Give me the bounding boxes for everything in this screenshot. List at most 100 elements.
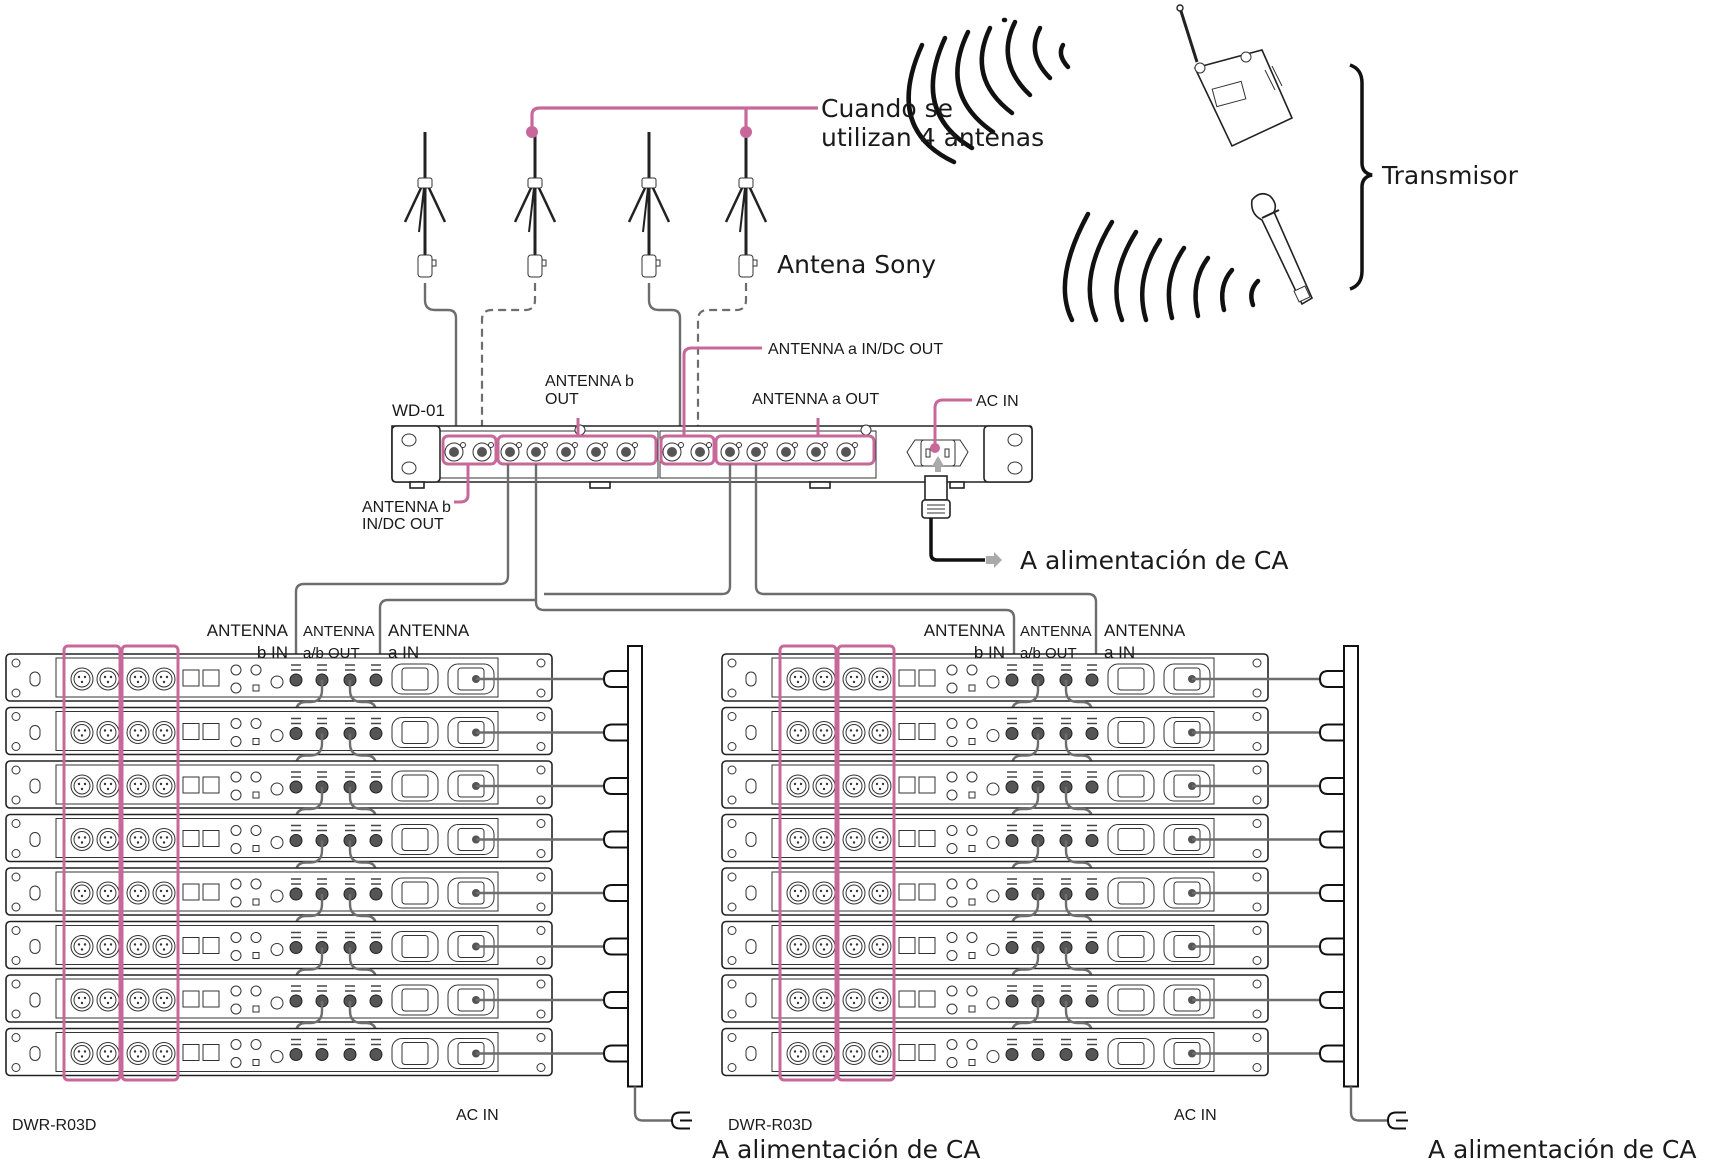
wd01-ac-inlet — [906, 439, 969, 472]
receiver-bank-right — [721, 644, 1408, 1130]
xlr-output-connector — [786, 1042, 810, 1065]
four-antennas-callout: Cuando se utilizan 4 antenas — [526, 94, 1044, 152]
bnc-connector — [586, 442, 608, 462]
bodypack-transmitter-icon — [1176, 4, 1294, 148]
antenna-b-out-label-line1: ANTENNA b — [545, 373, 634, 390]
antenna-port — [289, 1038, 303, 1061]
antenna-cables — [423, 283, 748, 450]
xlr-output-connector — [786, 774, 810, 798]
xlr-output-connector — [842, 1042, 866, 1065]
bank-left-to-ac-power-label: A alimentación de CA — [712, 1135, 981, 1160]
xlr-output-connector — [152, 774, 176, 798]
xlr-output-connector — [812, 667, 836, 691]
xlr-output-connector — [70, 721, 94, 744]
bodypack-transmitter-waves — [906, 17, 1071, 165]
antenna-port — [1005, 824, 1019, 847]
xlr-output-connector — [126, 881, 150, 905]
sony-antenna-icon — [403, 132, 447, 278]
wd01-highlights — [441, 346, 972, 504]
four-antennas-label-line1: Cuando se — [821, 94, 953, 123]
bnc-connector — [662, 442, 684, 462]
xlr-output-connector — [812, 721, 836, 744]
antenna-port — [289, 878, 303, 901]
power-plug — [602, 830, 628, 849]
bank-left-ab-out-label-line2: a/b OUT — [303, 645, 360, 662]
xlr-output-connector — [842, 828, 866, 851]
wd01-power-cord — [921, 475, 1002, 568]
lan-port — [202, 937, 220, 954]
receiver-unit — [721, 867, 1344, 948]
power-plug — [1318, 670, 1344, 688]
lan-port — [182, 937, 200, 954]
xlr-output-connector — [96, 667, 120, 691]
receiver-unit — [721, 974, 1344, 1055]
xlr-output-connector — [96, 935, 120, 958]
xlr-output-connector — [868, 774, 892, 798]
power-plug — [1318, 991, 1344, 1009]
lan-port — [182, 990, 200, 1008]
antenna-port — [289, 664, 303, 687]
antenna-port — [369, 931, 383, 954]
antenna-port — [1085, 771, 1099, 794]
antenna-port — [1085, 664, 1099, 687]
lan-port — [182, 669, 200, 687]
xlr-output-connector — [842, 667, 866, 691]
lan-port — [918, 883, 936, 901]
xlr-output-highlight — [62, 644, 122, 1082]
lan-port — [202, 1044, 220, 1061]
xlr-output-connector — [70, 1042, 94, 1065]
power-plug — [602, 991, 628, 1009]
bnc-connector — [776, 442, 798, 462]
xlr-output-connector — [96, 1042, 120, 1065]
antenna-b-out-label-line2: OUT — [545, 391, 579, 408]
xlr-output-connector — [842, 721, 866, 744]
antenna-port — [369, 878, 383, 901]
bank-right-ac-in-label: AC IN — [1174, 1107, 1217, 1124]
bank-left-b-in-label-line2: b IN — [257, 643, 288, 662]
receiver-unit — [5, 1027, 628, 1077]
antenna-port — [369, 824, 383, 847]
receiver-unit — [5, 760, 628, 841]
antenna-port — [1005, 985, 1019, 1008]
xlr-output-connector — [70, 774, 94, 798]
bnc-connector — [616, 442, 638, 462]
antenna-port — [289, 717, 303, 740]
antenna-port — [1085, 1038, 1099, 1061]
lan-port — [202, 830, 220, 847]
xlr-output-connector — [126, 988, 150, 1012]
transmitter-brace — [1349, 63, 1373, 291]
bnc-connector — [746, 442, 768, 462]
lan-port — [898, 990, 916, 1008]
wd01-model-label: WD-01 — [392, 401, 445, 420]
lan-port — [918, 937, 936, 954]
transmitter-group: Transmisor — [906, 4, 1519, 323]
bank-left-a-in-label-line2: a IN — [388, 643, 419, 662]
lan-port — [918, 776, 936, 794]
antenna-port — [1005, 717, 1019, 740]
power-strip — [627, 645, 643, 1088]
xlr-output-connector — [126, 1042, 150, 1065]
xlr-output-connector — [842, 988, 866, 1012]
lan-port — [898, 669, 916, 687]
xlr-output-connector — [70, 667, 94, 691]
xlr-output-connector — [786, 667, 810, 691]
xlr-output-connector — [96, 988, 120, 1012]
xlr-output-connector — [70, 988, 94, 1012]
xlr-output-connector — [868, 828, 892, 851]
bank-right-model-label: DWR-R03D — [728, 1117, 812, 1134]
antenna-port — [1005, 878, 1019, 901]
xlr-output-connector — [96, 881, 120, 905]
antenna-port — [1031, 1038, 1045, 1061]
antenna-port — [1085, 824, 1099, 847]
xlr-output-connector — [96, 721, 120, 744]
bnc-connector — [472, 442, 494, 462]
wd01-to-ac-power-label: A alimentación de CA — [1020, 546, 1289, 575]
xlr-output-connector — [126, 667, 150, 691]
ac-plug-icon — [670, 1111, 692, 1130]
power-plug — [602, 670, 628, 688]
xlr-output-connector — [70, 828, 94, 851]
antenna-b-in-dc-out-label-line2: IN/DC OUT — [362, 516, 444, 533]
receiver-unit — [721, 1027, 1344, 1077]
xlr-output-connector — [868, 721, 892, 744]
lan-port — [898, 776, 916, 794]
